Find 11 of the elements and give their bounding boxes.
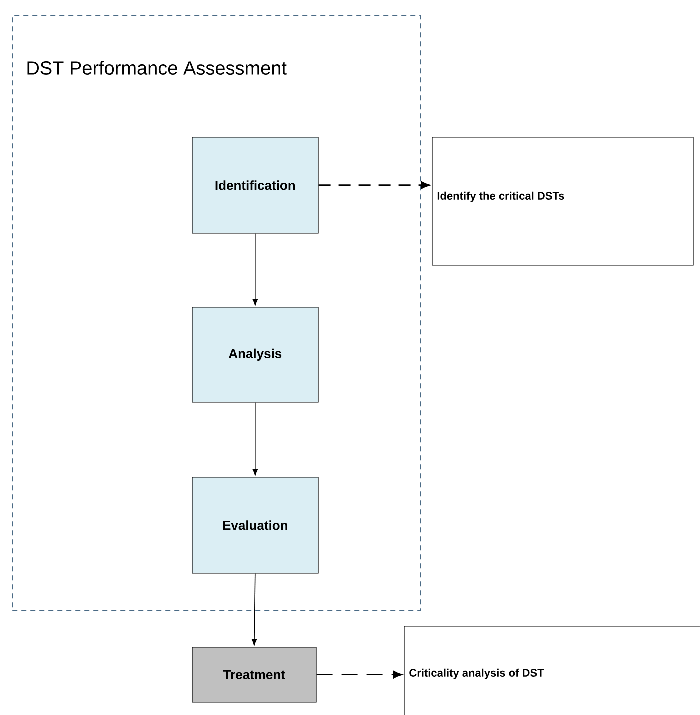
arrow [316, 670, 403, 680]
text-box: Criticality analysis of DST [404, 626, 700, 715]
arrow [318, 182, 430, 190]
process-box: Analysis [192, 307, 319, 403]
process-box: Evaluation [192, 477, 319, 574]
arrow [252, 402, 258, 476]
text-box: Identify the critical DSTs [432, 137, 694, 266]
arrow [252, 233, 258, 306]
process-box: Identification [192, 137, 319, 234]
process-box: Treatment [192, 647, 317, 703]
arrow [252, 573, 258, 646]
